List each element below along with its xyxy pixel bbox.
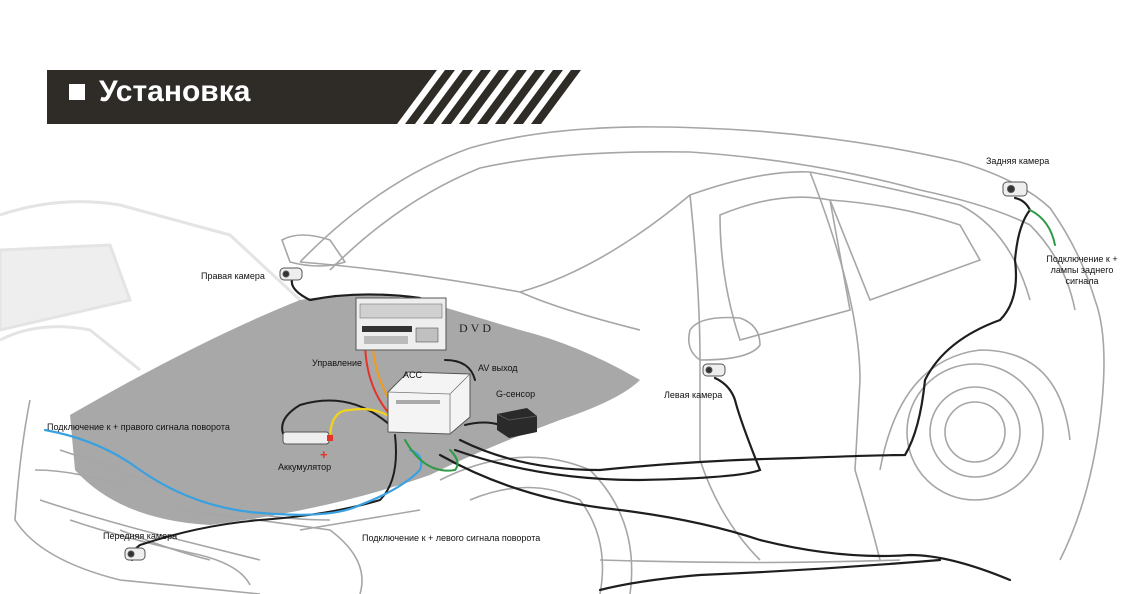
background-car (0, 200, 302, 372)
dvd-unit-icon (355, 297, 447, 351)
label-dvd: DVD (459, 321, 494, 335)
section-header: Установка (47, 70, 582, 124)
right-camera-icon (279, 267, 303, 281)
label-av-out: AV выход (478, 363, 518, 373)
page-title-text: Установка (99, 75, 251, 108)
left-camera-icon (702, 363, 726, 377)
page-title: Установка (69, 75, 250, 109)
rear-camera-icon (1002, 181, 1028, 197)
camera-icon (124, 181, 1028, 561)
label-front-camera: Передняя камера (103, 531, 178, 541)
g-sensor-icon (496, 408, 538, 438)
label-left-camera: Левая камера (664, 390, 723, 400)
label-rear-camera: Задняя камера (986, 156, 1050, 166)
control-box-icon (387, 371, 471, 435)
header-banner (47, 70, 581, 124)
label-left-turn: Подключение к + левого сигнала поворота (362, 533, 541, 543)
front-camera-icon (124, 547, 146, 561)
label-right-turn: Подключение к + правого сигнала поворота (47, 422, 230, 432)
label-acc: ACC (403, 370, 423, 380)
label-right-camera: Правая камера (201, 271, 265, 281)
battery-icon (282, 431, 333, 445)
label-rear-signal: Подключение к + лампы заднего сигнала (1046, 254, 1118, 286)
label-battery: Аккумулятор (278, 462, 332, 472)
wiring (43, 196, 1056, 592)
label-g-sensor: G-сенсор (496, 389, 536, 399)
car-outline (14, 126, 1105, 594)
label-control: Управление (312, 358, 363, 368)
battery-plus-sign: + (320, 447, 328, 462)
square-bullet-icon (69, 84, 85, 100)
